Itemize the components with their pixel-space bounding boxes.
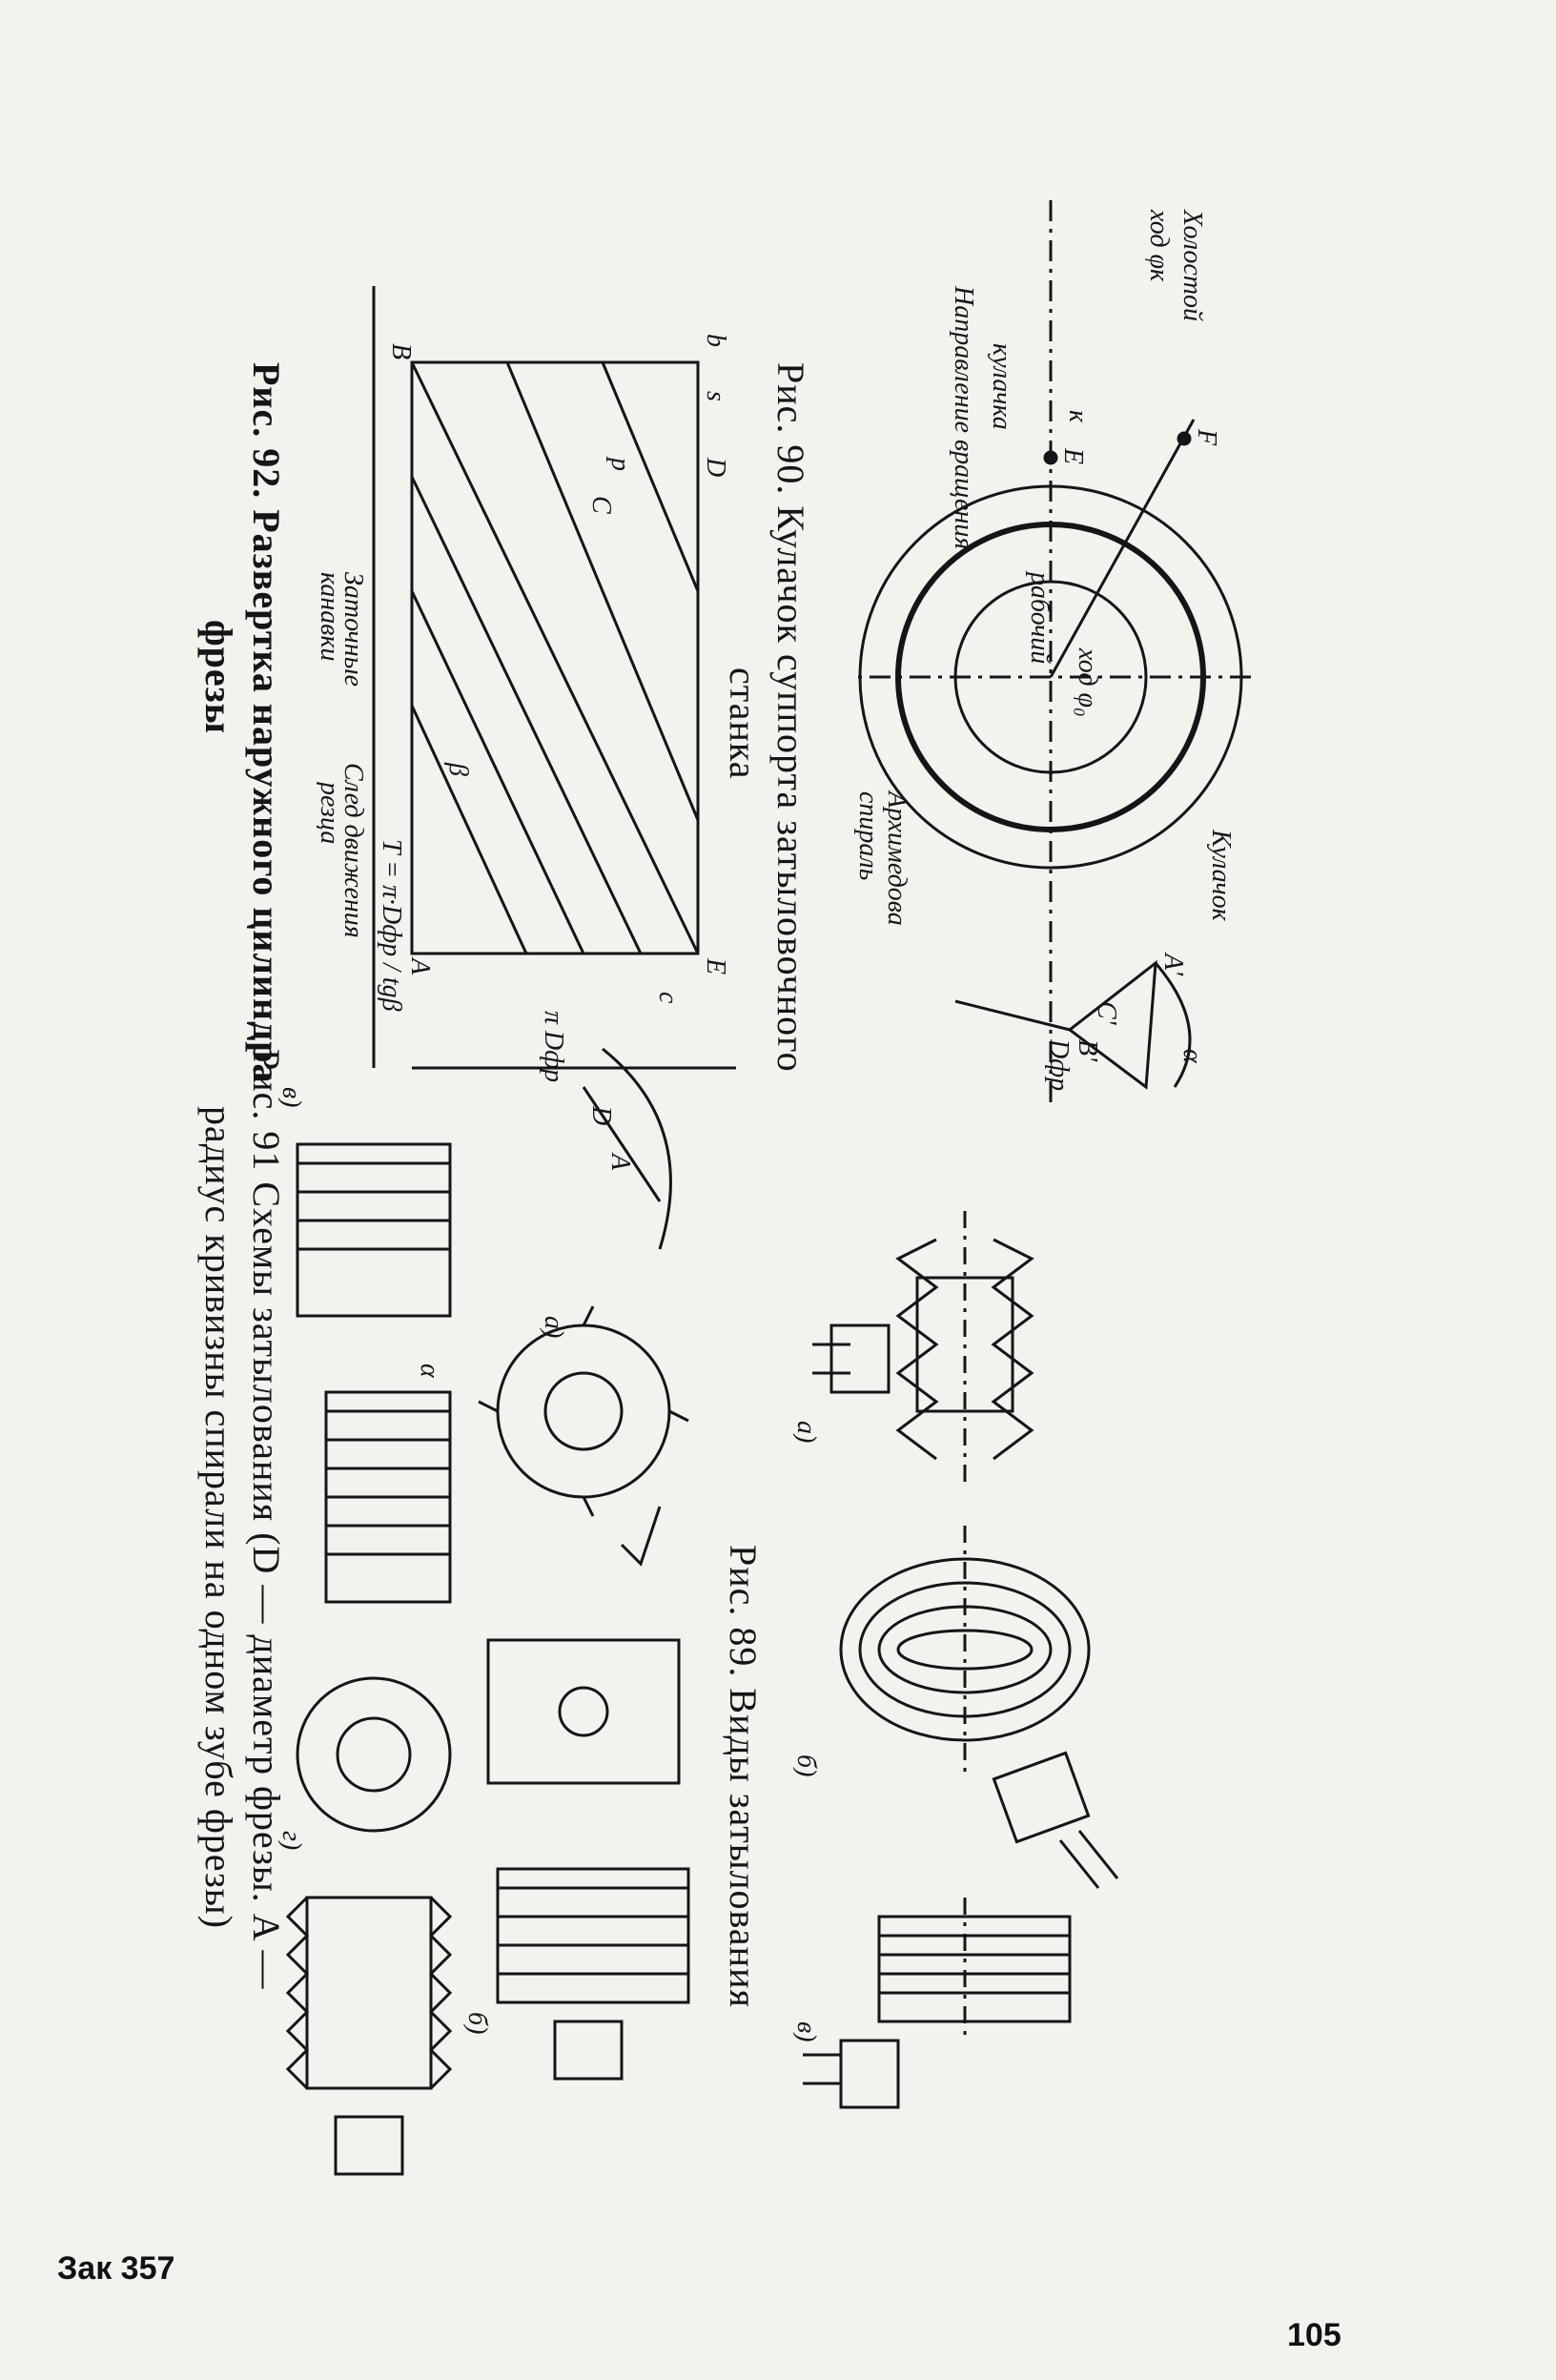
fig89-label-a: а): [793, 1421, 821, 1443]
fig90-working: рабочий: [1025, 570, 1054, 664]
fig91-sym-alpha: α: [415, 1364, 444, 1379]
fig89-label-b: б): [793, 1754, 821, 1776]
fig90-C1: C': [1092, 1001, 1121, 1026]
fig90-alpha: α: [1177, 1049, 1207, 1064]
fig89-b-tool: [839, 1526, 1119, 1889]
fig92-s: s: [701, 391, 730, 401]
fig90-drawing: Направление вращения кулачка Архимедова …: [841, 172, 1270, 1125]
order-note: Зак 357: [57, 2250, 175, 2287]
fig90-stroke-phi0: ход φ₀: [1073, 647, 1102, 717]
fig90-Dfr: Dфр: [1044, 1038, 1074, 1091]
fig92-c: c: [653, 992, 683, 1004]
fig90-cam: [850, 200, 1251, 1106]
fig92-point-C: C: [586, 496, 616, 514]
fig91-a: [478, 1047, 689, 1567]
fig90-cam-sub: кулачка: [987, 343, 1016, 430]
page-number: 105: [1287, 2317, 1341, 2353]
fig92-drawing: Заточные канавки След движения резца T =…: [315, 286, 736, 1106]
fig91-sym-D: D: [586, 1105, 616, 1125]
fig89-a-tool: [812, 1211, 1034, 1488]
fig91-label-v: в): [278, 1087, 306, 1107]
fig90-rotation-dir: Направление вращения: [949, 285, 978, 549]
fig92-p: p: [605, 456, 635, 471]
fig90-spiral: спираль: [853, 791, 883, 880]
fig92-trace2: резца: [317, 780, 344, 844]
fig90-cam-label: Кулачок: [1206, 829, 1236, 922]
fig89-caption: Рис. 89. Виды затылования: [722, 1545, 765, 2008]
fig89-drawing: а) б) в): [791, 1182, 1136, 2136]
fig90-A1: A': [1158, 952, 1188, 976]
fig91-caption-line1: Рис. 91 Схемы затылования (D — диаметр ф…: [245, 1049, 288, 1990]
fig91-label-a: а): [539, 1316, 568, 1338]
fig91-label-g: г): [278, 1831, 306, 1850]
fig91-caption-line2: радиус кривизны спирали на одном зубе фр…: [197, 1106, 240, 1930]
fig92-svg: Заточные канавки След движения резца T =…: [315, 286, 736, 1082]
fig90-stroke-phik: ход φк: [1144, 209, 1174, 282]
fig89-v-tool: [803, 1898, 1072, 2109]
fig92-beta: β: [443, 762, 473, 776]
fig92-trace1: След движения: [338, 763, 368, 938]
fig91-svg: D A α: [276, 1047, 690, 2176]
fig92-point-A: A: [405, 956, 435, 975]
fig91-v: [296, 1142, 452, 1604]
fig89-label-v: в): [793, 2021, 821, 2041]
fig92-point-E: E: [701, 957, 730, 975]
fig91-b: [486, 1638, 690, 2081]
fig90-caption-line1: Рис. 90. Кулачок суппорта затыловочного: [769, 362, 812, 1073]
fig92-b: b: [701, 334, 730, 347]
fig90-k: к: [1063, 410, 1093, 423]
fig90-point-F: F: [1192, 428, 1221, 446]
fig92-piD: π Dфр: [539, 1011, 568, 1082]
fig92-point-D: D: [701, 457, 730, 477]
fig92-development: [372, 286, 736, 1070]
fig92-grooves2: канавки: [317, 572, 344, 662]
fig91-g: [285, 1676, 453, 2176]
fig92-grooves1: Заточные: [338, 572, 368, 687]
fig90-archimedes: Архимедова: [882, 790, 911, 926]
fig92-formula: T = π·Dфр / tgβ: [377, 839, 406, 1012]
fig90-svg: Направление вращения кулачка Архимедова …: [850, 200, 1251, 1106]
fig92-point-B: B: [386, 343, 416, 359]
fig92-caption-line1: Рис. 92. Развертка наружного цилиндра: [245, 362, 288, 1084]
fig90-B1: B': [1073, 1039, 1102, 1062]
fig90-point-E: E: [1058, 447, 1088, 464]
fig91-label-b: б): [462, 2012, 492, 2034]
fig91-sym-A: A: [605, 1152, 635, 1171]
fig90-idle: Холостой: [1177, 209, 1207, 321]
fig92-caption-line2: фрезы: [197, 620, 240, 734]
fig91-drawing: D A α: [276, 1011, 717, 2250]
fig89-svg: а) б) в): [791, 1211, 1119, 2109]
